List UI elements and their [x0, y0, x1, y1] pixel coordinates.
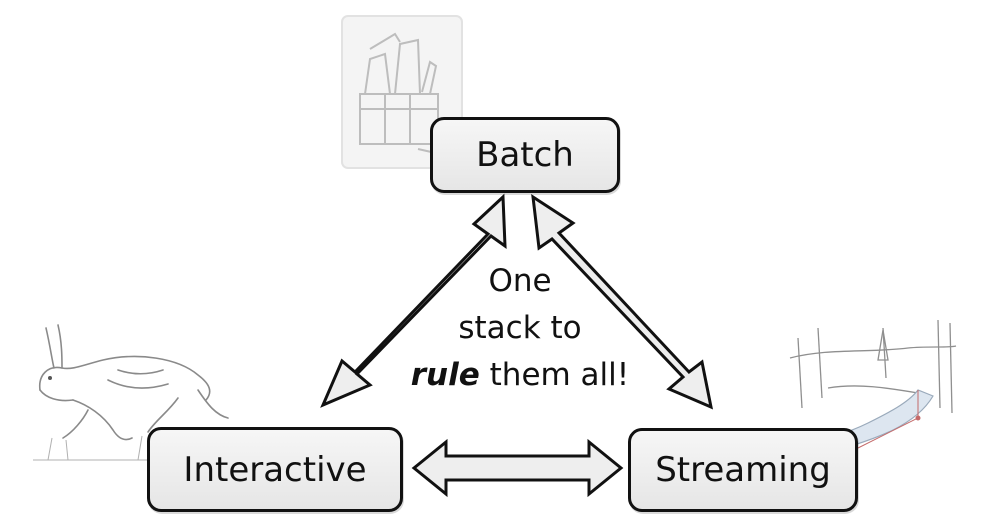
arrow-batch-interactive	[320, 193, 507, 408]
caption-emphasis: rule	[410, 357, 480, 393]
arrow-batch-streaming	[531, 193, 714, 410]
streaming-label: Streaming	[655, 450, 831, 490]
streaming-node: Streaming	[628, 428, 858, 512]
batch-label: Batch	[476, 135, 574, 175]
arrow-interactive-streaming	[411, 438, 624, 498]
caption-line-3-rest: them all!	[479, 357, 630, 393]
caption-line-3: rule them all!	[400, 352, 640, 399]
caption-line-1: One	[488, 263, 552, 299]
interactive-label: Interactive	[183, 449, 367, 490]
batch-node: Batch	[430, 117, 620, 193]
interactive-node: Interactive	[147, 427, 403, 512]
caption-line-2: stack to	[458, 310, 582, 346]
center-caption: One stack to rule them all!	[400, 258, 640, 399]
